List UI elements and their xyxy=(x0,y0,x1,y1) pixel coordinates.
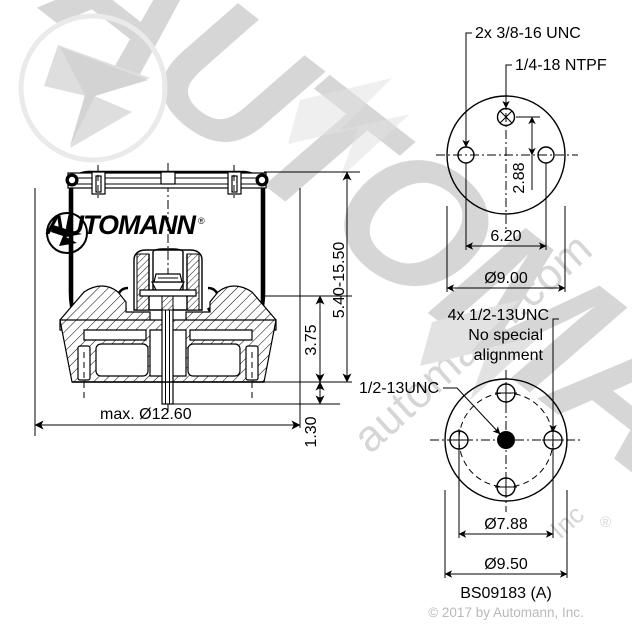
nut xyxy=(151,281,185,291)
dim-base-height-text: 1.30 xyxy=(303,416,320,447)
air-port-boss xyxy=(160,171,176,185)
svg-text:®: ® xyxy=(600,514,611,531)
bottom-view-bolt-hole-top xyxy=(495,382,517,404)
top-bead-plate xyxy=(65,163,269,198)
dim-dia-7-88-text: Ø7.88 xyxy=(484,516,528,533)
callout-four-bolt-line1: 4x 1/2-13UNC xyxy=(448,307,549,324)
base-cavity-right xyxy=(187,343,241,377)
bottom-view-bolt-hole-bottom xyxy=(495,476,517,498)
callout-leader-bolts xyxy=(462,32,472,148)
bottom-view-center-stud xyxy=(497,431,515,449)
top-view-air-port xyxy=(496,107,516,127)
automann-brand-logo: AUTOMANN ® xyxy=(46,212,205,254)
dim-6-20-text: 6.20 xyxy=(490,228,521,245)
bottom-view-group: 4x 1/2-13UNC No special alignment 1/2-13… xyxy=(359,307,582,578)
callout-four-bolt-line3: alignment xyxy=(474,347,544,364)
top-view-group: 2x 3/8-16 UNC 1/4-18 NTPF 2.88 6.20 Ø9.0… xyxy=(436,25,607,292)
automann-logo-icon xyxy=(46,212,88,254)
retainer-plate xyxy=(139,289,197,297)
piston-base-assembly xyxy=(59,248,277,405)
callout-leader-center-stud xyxy=(443,387,501,435)
bottom-view-bolt-hole-left xyxy=(448,429,470,451)
dim-max-diameter-text: max. Ø12.60 xyxy=(100,406,192,423)
registered-mark: ® xyxy=(198,216,205,226)
callout-bolts-text: 2x 3/8-16 UNC xyxy=(475,25,581,42)
dim-dia-9-50-text: Ø9.50 xyxy=(484,556,528,573)
callout-center-stud-text: 1/2-13UNC xyxy=(359,380,439,397)
main-view-group xyxy=(59,163,277,412)
callout-leader-port xyxy=(502,64,512,109)
bumper-column xyxy=(133,249,203,311)
bottom-view-bolt-hole-right xyxy=(542,429,564,451)
callout-port-text: 1/4-18 NTPF xyxy=(515,57,607,74)
dim-height-range-text: 5.40-15.50 xyxy=(331,242,348,319)
dim-2-88-text: 2.88 xyxy=(511,162,528,193)
watermark-logo-icon xyxy=(18,13,168,163)
part-number-label: BS09183 (A) xyxy=(460,585,552,602)
main-view-dimensions: max. Ø12.60 5.40-15.50 3.75 1.30 xyxy=(34,171,360,448)
dim-mid-height-text: 3.75 xyxy=(303,324,320,355)
callout-leader-four-bolt xyxy=(549,318,559,433)
copyright-label: © 2017 by Automann, Inc. xyxy=(428,605,584,620)
callout-four-bolt-line2: No special xyxy=(468,327,543,344)
base-cavity-left xyxy=(95,343,149,377)
dim-dia-9-00-text: Ø9.00 xyxy=(484,270,528,287)
center-stud-shaft xyxy=(139,273,197,405)
